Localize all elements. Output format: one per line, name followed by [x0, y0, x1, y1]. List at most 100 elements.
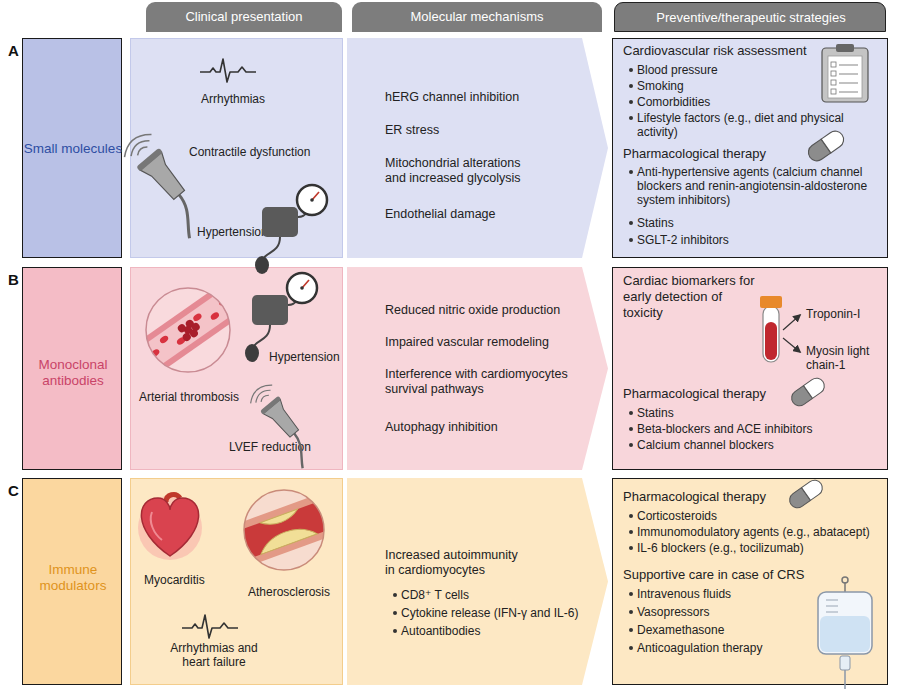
panel-letter: C — [8, 482, 19, 499]
bp-cuff — [252, 295, 288, 325]
bullet-dot — [629, 100, 633, 104]
strategy-item: Corticosteroids — [637, 509, 877, 523]
biomarker-label: Troponin-I — [806, 307, 886, 321]
leader-arrow — [783, 338, 800, 352]
checklist-box — [831, 62, 836, 67]
mechanism-item: Autoantibodies — [401, 624, 601, 638]
plaque — [257, 522, 318, 555]
red-blood-cell — [192, 312, 203, 322]
chevron-outline — [347, 478, 608, 685]
bullet-dot — [629, 170, 633, 174]
probe-body — [140, 152, 190, 204]
leader-arrow — [783, 315, 800, 330]
pill-half — [821, 128, 847, 153]
category-name: Small molecules — [19, 141, 127, 157]
probe-wave — [260, 394, 269, 402]
probe-head — [136, 148, 163, 172]
tube-blood — [765, 322, 777, 360]
clot-cell — [184, 318, 195, 329]
artery-wall — [220, 489, 348, 571]
bullet-dot — [393, 593, 397, 597]
iv-hook — [842, 577, 848, 583]
clinical-sign-text: Atherosclerosis — [248, 585, 343, 599]
clot-cell — [182, 324, 193, 335]
ultrasound-probe — [245, 380, 325, 468]
red-blood-cell — [218, 297, 229, 307]
artery — [220, 489, 348, 571]
iv-hanger — [844, 582, 846, 592]
iv-fluid — [820, 616, 870, 652]
strategy-box: Cardiovascular risk assessmentBlood pres… — [612, 38, 888, 258]
heart-illustration — [138, 495, 202, 560]
checklist-line — [839, 91, 858, 92]
checklist-line — [839, 82, 858, 83]
clinical-sign-text: Hypertension — [269, 350, 349, 364]
bullet-dot — [629, 238, 633, 242]
bullet-dot — [629, 546, 633, 550]
clinical-panel: HypertensionArterial thrombosisLVEF redu… — [130, 267, 343, 470]
pill-icon — [805, 128, 847, 164]
mechanism-text: ER stress — [385, 123, 585, 138]
clinical-panel: MyocarditisAtherosclerosisArrhythmias an… — [130, 478, 343, 685]
bullet-dot — [629, 411, 633, 415]
checklist-line — [839, 64, 858, 65]
probe-wave — [247, 380, 273, 403]
vessel-lumen — [123, 279, 253, 381]
mechanism-text: hERG channel inhibition — [385, 90, 585, 105]
strategy-heading: Pharmacological therapy — [623, 386, 873, 402]
pill-half — [804, 375, 828, 398]
strategy-item: Statins — [637, 406, 877, 420]
mechanism-text: Mitochondrial alterations and increased … — [385, 156, 543, 186]
bp-tube — [254, 325, 270, 346]
clipboard-clip — [836, 44, 854, 52]
mechanism-item: CD8⁺ T cells — [401, 588, 601, 602]
bullet-dot — [393, 629, 397, 633]
biomarker-label: Myosin light chain-1 — [806, 344, 876, 372]
mechanism-text: Interference with cardiomyocytes surviva… — [385, 367, 577, 397]
bullet-dot — [629, 221, 633, 225]
iv-bag — [818, 592, 872, 654]
strategy-item: Smoking — [637, 79, 877, 93]
category-box: Monoclonal antibodies — [22, 267, 122, 470]
probe-head — [260, 396, 281, 415]
strategy-item: Blood pressure — [637, 63, 877, 77]
mechanism-chevron: Reduced nitric oxide productionImpaired … — [347, 267, 608, 470]
chevron-shape — [347, 478, 608, 685]
bp-pivot — [300, 286, 304, 290]
bullet-dot — [629, 628, 633, 632]
bullet-dot — [629, 530, 633, 534]
strategy-item: Vasopressors — [637, 605, 817, 619]
heart-highlight — [151, 512, 162, 540]
probe-wave — [128, 137, 150, 156]
ecg-trace — [182, 615, 238, 638]
panel-letter: B — [8, 271, 19, 288]
bullet-dot — [629, 68, 633, 72]
strategy-item: Beta-blockers and ACE inhibitors — [637, 422, 877, 436]
probe-wave — [136, 145, 148, 155]
bp-bulb — [245, 344, 259, 362]
clipboard-paper — [828, 56, 862, 98]
ecg-trace — [200, 59, 256, 82]
probe-cable — [282, 433, 315, 468]
strategy-item: IL-6 blockers (e.g., tocilizumab) — [637, 541, 877, 555]
bp-bulb — [255, 256, 269, 274]
clot-cell — [181, 331, 192, 342]
mechanism-text: Impaired vascular remodeling — [385, 335, 595, 350]
strategy-item: Calcium channel blockers — [637, 438, 877, 452]
strategy-heading: Pharmacological therapy — [623, 489, 873, 505]
clinical-sign-text: Contractile dysfunction — [189, 145, 339, 159]
chevron-shape — [347, 38, 608, 258]
bp-tube — [298, 210, 308, 217]
strategy-heading: Pharmacological therapy — [623, 146, 873, 162]
mechanism-text: Reduced nitric oxide production — [385, 303, 595, 318]
probe-wave — [253, 387, 270, 403]
strategy-heading: Supportive care in case of CRS — [623, 567, 873, 583]
checklist-box — [831, 71, 836, 76]
red-blood-cell — [159, 334, 170, 344]
artery-outline — [244, 490, 324, 570]
clinical-sign-text: Arrhythmias — [201, 92, 331, 106]
bullet-dot — [629, 646, 633, 650]
bp-tube — [264, 237, 280, 258]
clipboard-board — [822, 48, 868, 102]
